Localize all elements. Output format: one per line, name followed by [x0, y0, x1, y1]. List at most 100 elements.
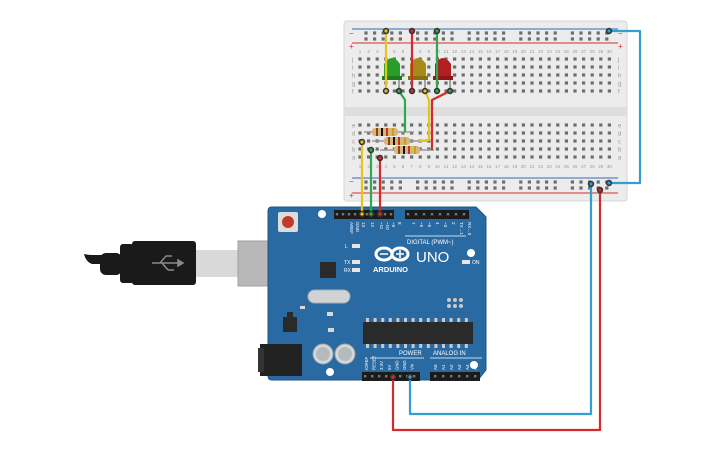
breadboard-hole[interactable]	[599, 123, 603, 127]
breadboard-hole[interactable]	[453, 73, 457, 77]
breadboard-hole[interactable]	[521, 81, 525, 85]
breadboard-hole[interactable]	[496, 73, 500, 77]
rail-hole[interactable]	[493, 37, 497, 41]
header-pin[interactable]	[353, 213, 357, 216]
breadboard-hole[interactable]	[461, 57, 465, 61]
rail-hole[interactable]	[502, 37, 506, 41]
breadboard-hole[interactable]	[453, 57, 457, 61]
breadboard-hole[interactable]	[539, 147, 543, 151]
breadboard-hole[interactable]	[461, 131, 465, 135]
header-pin[interactable]	[454, 213, 458, 216]
breadboard-hole[interactable]	[599, 155, 603, 159]
rail-hole[interactable]	[553, 37, 557, 41]
header-pin[interactable]	[414, 213, 418, 216]
rail-hole[interactable]	[433, 37, 437, 41]
breadboard-hole[interactable]	[401, 73, 405, 77]
resistor-2[interactable]	[372, 137, 428, 145]
breadboard-hole[interactable]	[573, 73, 577, 77]
rail-hole[interactable]	[433, 180, 437, 184]
breadboard-hole[interactable]	[504, 81, 508, 85]
breadboard-hole[interactable]	[418, 89, 422, 93]
breadboard-hole[interactable]	[539, 155, 543, 159]
rail-hole[interactable]	[441, 37, 445, 41]
breadboard-hole[interactable]	[418, 147, 422, 151]
breadboard-hole[interactable]	[358, 131, 362, 135]
breadboard-hole[interactable]	[582, 81, 586, 85]
breadboard-hole[interactable]	[358, 65, 362, 69]
rail-hole[interactable]	[416, 37, 420, 41]
breadboard-hole[interactable]	[573, 89, 577, 93]
rail-hole[interactable]	[605, 186, 609, 190]
breadboard-hole[interactable]	[573, 139, 577, 143]
analog-header-pin[interactable]	[474, 375, 477, 378]
breadboard-hole[interactable]	[496, 65, 500, 69]
breadboard-hole[interactable]	[504, 147, 508, 151]
breadboard-hole[interactable]	[401, 89, 405, 93]
breadboard-hole[interactable]	[504, 123, 508, 127]
breadboard-hole[interactable]	[410, 131, 414, 135]
breadboard-hole[interactable]	[521, 65, 525, 69]
rail-hole[interactable]	[381, 180, 385, 184]
breadboard-hole[interactable]	[418, 123, 422, 127]
rail-hole[interactable]	[484, 186, 488, 190]
rail-hole[interactable]	[398, 186, 402, 190]
breadboard-hole[interactable]	[513, 131, 517, 135]
breadboard-hole[interactable]	[573, 65, 577, 69]
breadboard-hole[interactable]	[478, 81, 482, 85]
breadboard-hole[interactable]	[547, 65, 551, 69]
breadboard-hole[interactable]	[599, 139, 603, 143]
breadboard-hole[interactable]	[521, 123, 525, 127]
wire-blue-rail[interactable]	[609, 29, 642, 185]
breadboard-hole[interactable]	[487, 147, 491, 151]
rail-hole[interactable]	[373, 180, 377, 184]
header-pin[interactable]	[347, 213, 351, 216]
rail-hole[interactable]	[570, 31, 574, 35]
breadboard-hole[interactable]	[504, 155, 508, 159]
breadboard-hole[interactable]	[573, 147, 577, 151]
power-header-pin[interactable]	[413, 375, 416, 378]
breadboard-hole[interactable]	[367, 57, 371, 61]
rail-hole[interactable]	[588, 31, 592, 35]
rail-hole[interactable]	[545, 37, 549, 41]
breadboard-hole[interactable]	[547, 123, 551, 127]
breadboard-hole[interactable]	[470, 155, 474, 159]
rail-hole[interactable]	[493, 186, 497, 190]
breadboard-hole[interactable]	[521, 73, 525, 77]
breadboard-hole[interactable]	[530, 147, 534, 151]
rail-hole[interactable]	[390, 186, 394, 190]
breadboard-hole[interactable]	[573, 57, 577, 61]
breadboard-hole[interactable]	[582, 123, 586, 127]
breadboard-hole[interactable]	[401, 131, 405, 135]
resistor-3[interactable]	[380, 146, 434, 154]
breadboard-hole[interactable]	[547, 89, 551, 93]
breadboard-hole[interactable]	[367, 131, 371, 135]
breadboard-hole[interactable]	[444, 81, 448, 85]
rail-hole[interactable]	[579, 186, 583, 190]
rail-hole[interactable]	[493, 180, 497, 184]
breadboard-hole[interactable]	[461, 65, 465, 69]
breadboard-hole[interactable]	[453, 81, 457, 85]
breadboard-hole[interactable]	[564, 131, 568, 135]
breadboard-hole[interactable]	[539, 89, 543, 93]
breadboard-hole[interactable]	[590, 147, 594, 151]
analog-header-pin[interactable]	[442, 375, 445, 378]
breadboard-hole[interactable]	[513, 155, 517, 159]
breadboard-hole[interactable]	[470, 131, 474, 135]
breadboard-hole[interactable]	[427, 81, 431, 85]
breadboard-hole[interactable]	[556, 123, 560, 127]
breadboard-hole[interactable]	[590, 89, 594, 93]
breadboard-hole[interactable]	[375, 89, 379, 93]
rail-hole[interactable]	[381, 37, 385, 41]
breadboard-hole[interactable]	[384, 123, 388, 127]
breadboard-hole[interactable]	[358, 123, 362, 127]
breadboard-hole[interactable]	[513, 139, 517, 143]
breadboard-hole[interactable]	[607, 139, 611, 143]
rail-hole[interactable]	[519, 180, 523, 184]
rail-hole[interactable]	[527, 37, 531, 41]
breadboard-hole[interactable]	[496, 89, 500, 93]
breadboard-hole[interactable]	[539, 57, 543, 61]
rail-hole[interactable]	[467, 186, 471, 190]
power-header-pin[interactable]	[399, 375, 402, 378]
rail-hole[interactable]	[424, 186, 428, 190]
breadboard-hole[interactable]	[530, 123, 534, 127]
